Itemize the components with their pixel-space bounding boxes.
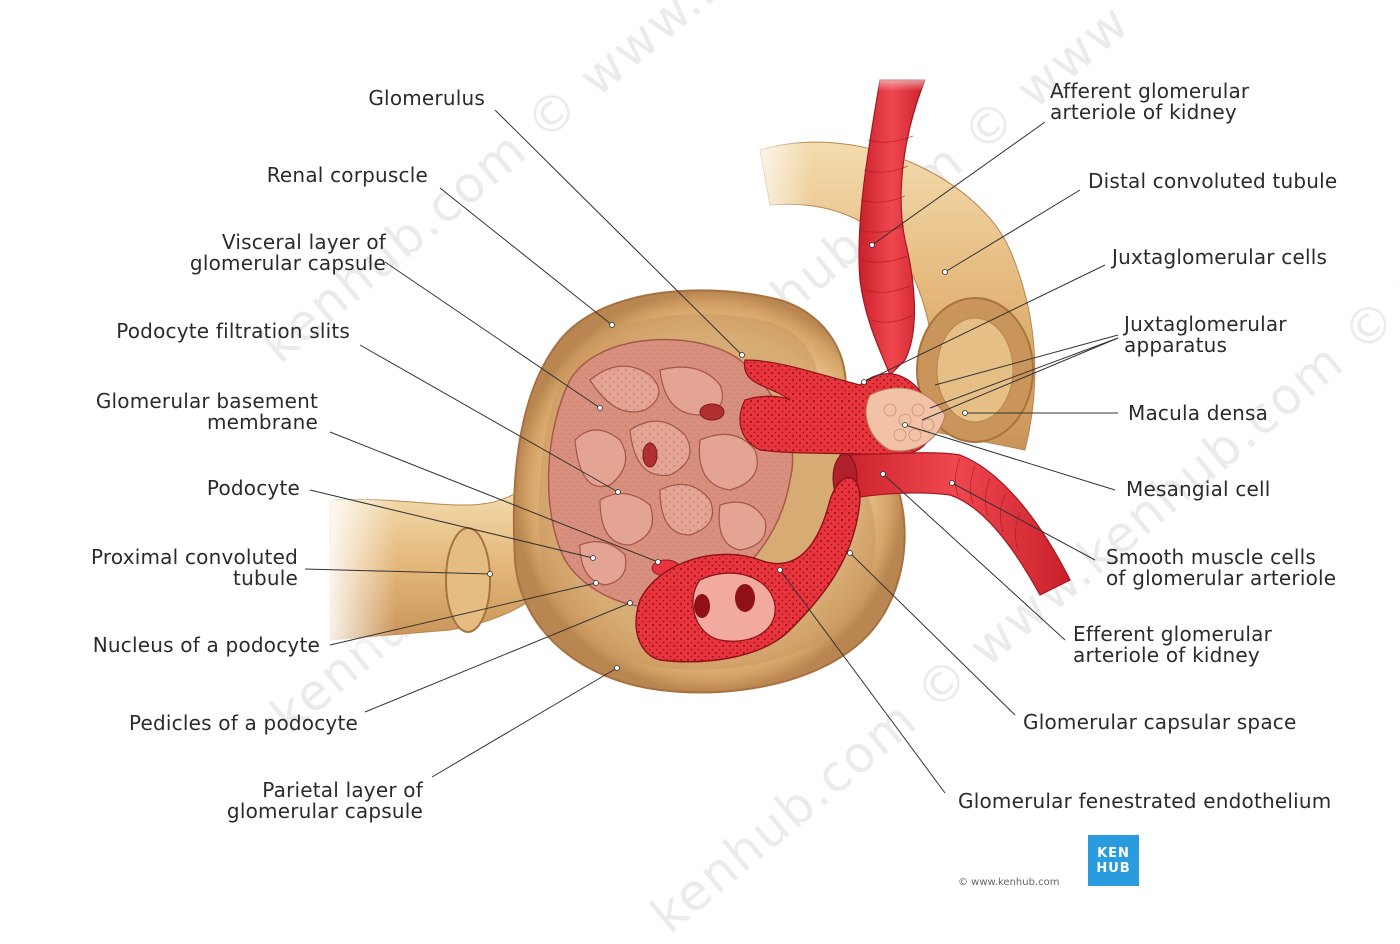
leader-lines [304, 109, 1119, 794]
label-glomerular-fenestrated-endothelium: Glomerular fenestrated endothelium [958, 789, 1332, 813]
label-renal-corpuscle: Renal corpuscle [266, 163, 428, 187]
label-pct-line2: tubule [233, 566, 298, 590]
afferent-arteriole [858, 79, 926, 377]
label-juxtaglomerular-cells: Juxtaglomerular cells [1112, 245, 1328, 269]
label-afferent-line2: arteriole of kidney [1050, 100, 1237, 124]
label-distal-convoluted-tubule: Distal convoluted tubule [1088, 169, 1338, 193]
efferent-arteriole [839, 452, 1071, 596]
label-smooth-line1: Smooth muscle cells [1106, 545, 1316, 569]
copyright-text: © www.kenhub.com [958, 877, 1060, 888]
label-glomerulus: Glomerulus [368, 86, 485, 110]
label-visceral-layer: Visceral layer of glomerular capsule [150, 232, 386, 274]
label-proximal-convoluted-tubule: Proximal convoluted tubule [50, 547, 298, 589]
logo-line2: HUB [1096, 860, 1131, 876]
label-pct-line1: Proximal convoluted [90, 545, 298, 569]
label-gbm-line1: Glomerular basement [95, 389, 318, 413]
label-mesangial-cell: Mesangial cell [1126, 477, 1271, 501]
label-parietal-line2: glomerular capsule [226, 799, 423, 823]
kenhub-logo: KEN HUB [1088, 835, 1139, 886]
label-efferent-line1: Efferent glomerular [1073, 622, 1272, 646]
label-parietal-line1: Parietal layer of [262, 778, 423, 802]
label-efferent-line2: arteriole of kidney [1073, 643, 1260, 667]
glomerular-tuft [547, 338, 794, 609]
label-efferent-arteriole: Efferent glomerular arteriole of kidney [1073, 624, 1272, 666]
label-podocyte: Podocyte [206, 476, 300, 500]
logo-line1: KEN [1097, 845, 1130, 861]
label-parietal-layer: Parietal layer of glomerular capsule [180, 780, 423, 822]
label-glomerular-basement-membrane: Glomerular basement membrane [60, 391, 318, 433]
label-podocyte-filtration-slits: Podocyte filtration slits [116, 319, 350, 343]
diagram-canvas: kenhub.com © www.kenhub.com © www kenhub… [50, 0, 1400, 944]
label-jga-line2: apparatus [1124, 333, 1228, 357]
label-macula-densa: Macula densa [1128, 401, 1269, 425]
label-pedicles-of-podocyte: Pedicles of a podocyte [128, 711, 358, 735]
label-glomerular-capsular-space: Glomerular capsular space [1023, 710, 1297, 734]
label-juxtaglomerular-apparatus: Juxtaglomerular apparatus [1124, 314, 1287, 356]
label-smooth-line2: of glomerular arteriole [1106, 566, 1337, 590]
label-afferent-line1: Afferent glomerular [1050, 79, 1250, 103]
illustration [304, 70, 1119, 794]
label-nucleus-of-podocyte: Nucleus of a podocyte [92, 633, 320, 657]
leader-dots [487, 242, 968, 671]
label-afferent-arteriole: Afferent glomerular arteriole of kidney [1050, 81, 1249, 123]
label-visceral-layer-line1: Visceral layer of [221, 230, 386, 254]
label-gbm-line2: membrane [206, 410, 318, 434]
label-visceral-layer-line2: glomerular capsule [189, 251, 386, 275]
glomerular-capillary-loop [635, 476, 861, 663]
label-jga-line1: Juxtaglomerular [1124, 312, 1287, 336]
label-smooth-muscle-cells: Smooth muscle cells of glomerular arteri… [1106, 547, 1336, 589]
mesangial-cluster [865, 387, 946, 452]
